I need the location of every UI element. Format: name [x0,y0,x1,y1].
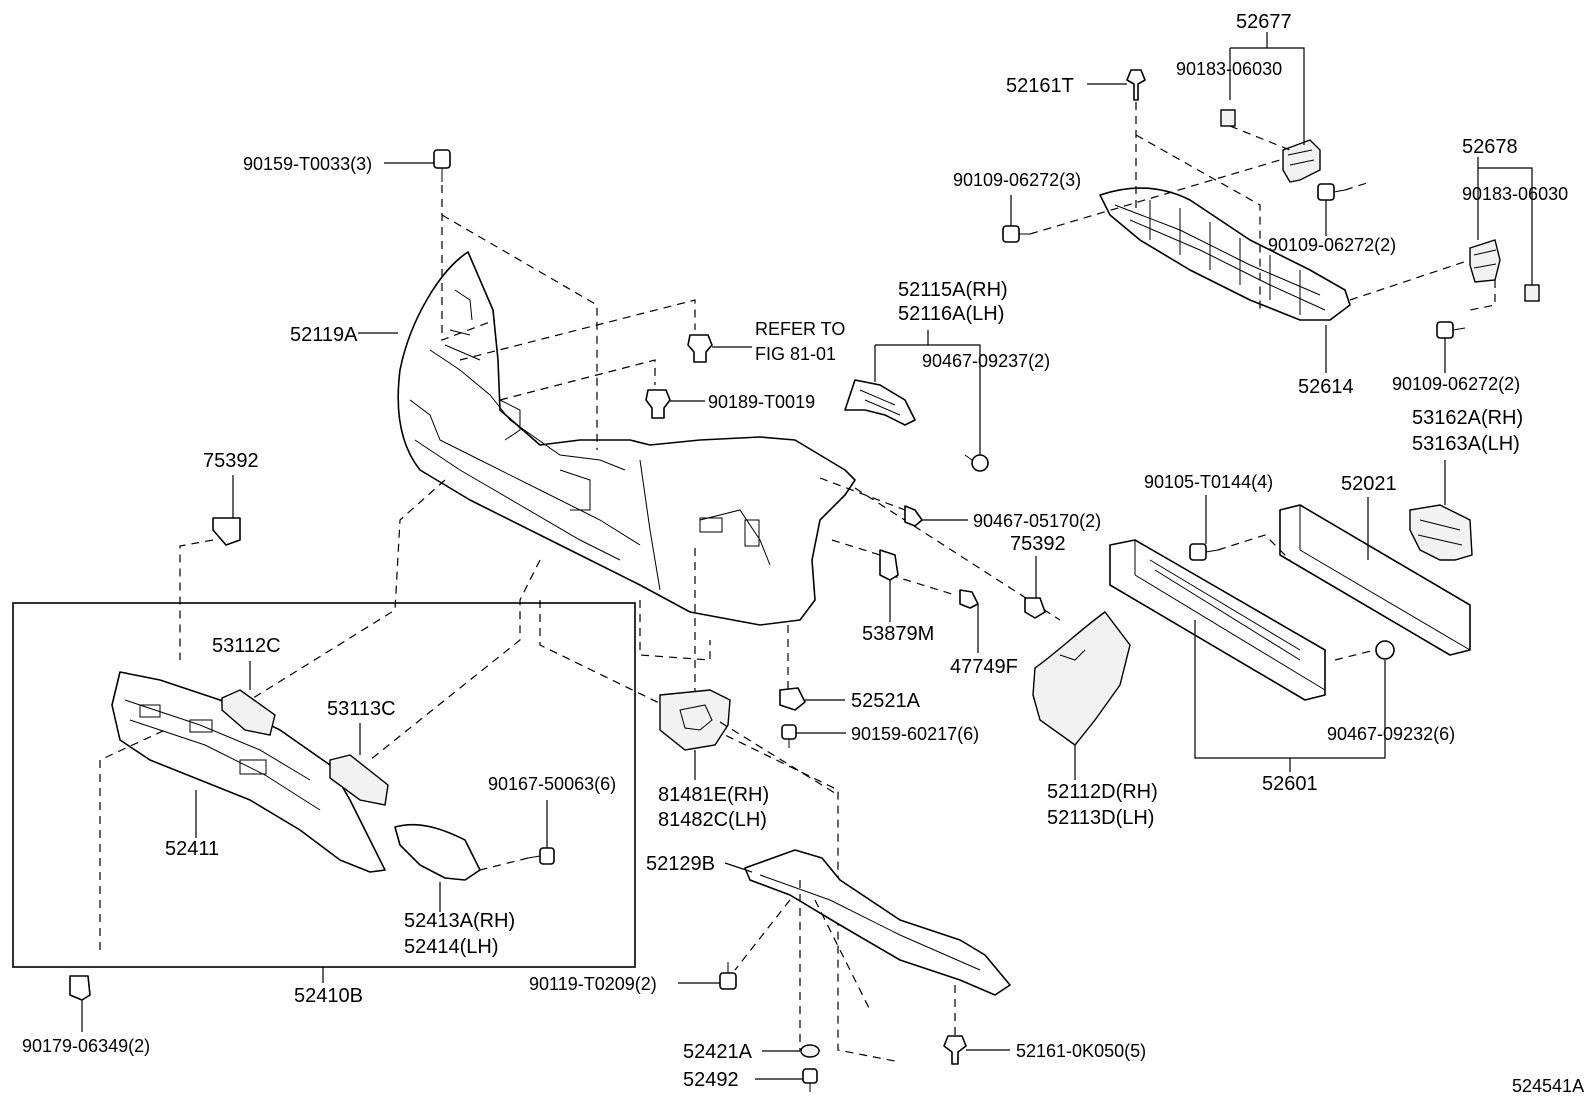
label-52421a: 52421A [683,1041,753,1063]
label-52410b: 52410B [294,985,363,1007]
label-52021: 52021 [1341,473,1397,495]
screw-90467-09237-part [964,454,989,472]
clip-52161-0k050-part [943,1035,967,1065]
label-52614: 52614 [1298,376,1354,398]
clip-refer-part [687,334,713,363]
bracket-81481e-part [659,689,731,751]
label-90105-t0144: 90105-T0144(4) [1144,472,1273,492]
bracket-53162a-part [1409,504,1473,561]
label-53113c: 53113C [327,698,396,720]
label-90167-50063: 90167-50063(6) [488,774,616,794]
bracket-52614-part [1099,187,1351,321]
label-52678: 52678 [1462,136,1518,158]
bracket-52678-part [1469,239,1501,283]
bolt-90109-06272-2b-part [1436,321,1466,339]
label-52112d: 52112D(RH) [1047,781,1158,803]
label-90109-06272-3: 90109-06272(3) [953,170,1081,190]
label-52115a: 52115A(RH) [898,279,1008,301]
label-52116a: 52116A(LH) [898,303,1004,325]
label-90109-06272-2b: 90109-06272(2) [1392,374,1520,394]
label-75392-b: 75392 [1010,533,1066,555]
label-52129b: 52129B [646,853,715,875]
label-90467-09237: 90467-09237(2) [922,351,1050,371]
clip-47749f-part [959,589,979,609]
washer-52421a-part [800,1044,820,1058]
clip-52521a-part [779,687,806,711]
leader-52677-right [1230,47,1305,145]
label-90467-09232: 90467-09232(6) [1327,724,1455,744]
label-90119-t0209: 90119-T0209(2) [529,974,657,994]
label-refer-fig: FIG 81-01 [755,344,836,364]
label-90183-06030-a: 90183-06030 [1176,59,1282,79]
label-52677: 52677 [1236,11,1292,33]
nut-90183-06030-b [1524,284,1540,302]
label-90159-60217: 90159-60217(6) [851,724,979,744]
bumper-cover-part [397,251,856,626]
bolt-90105-t0144-part [1189,543,1219,561]
garnish-53112c-part [221,689,276,736]
beam-52601-part [1109,539,1326,701]
undercover-52129b-part [744,849,1011,996]
clip-75392-b-part [1024,597,1046,619]
label-90179-06349: 90179-06349(2) [22,1036,150,1056]
label-90159-t0033: 90159-T0033(3) [243,154,372,174]
label-53162a: 53162A(RH) [1412,407,1523,429]
liner-52112d-part [1032,611,1131,746]
label-53112c: 53112C [212,635,281,657]
bolt-90159-t0033-part [433,149,451,182]
clip-75392-a-part [212,517,241,546]
bolt-52492-part [802,1068,818,1092]
bolt-90109-06272-2a-part [1317,183,1346,201]
bracket-52677-part [1282,139,1321,183]
label-52119a: 52119A [290,324,358,346]
screw-90167-50063-part [527,847,555,865]
reinforcement-52021-part [1279,504,1471,656]
label-52113d: 52113D(LH) [1047,807,1154,829]
label-90467-05170: 90467-05170(2) [973,511,1101,531]
nut-90183-06030-a [1220,109,1236,127]
label-52161t: 52161T [1006,75,1074,97]
label-52414: 52414(LH) [404,936,499,958]
label-52492: 52492 [683,1069,739,1091]
label-81482c: 81482C(LH) [658,809,767,831]
bolt-90159-60217-part [781,724,797,748]
label-90183-06030-b: 90183-06030 [1462,184,1568,204]
clip-90179-06349-part [69,975,91,1001]
cover-52413a-part [394,823,481,881]
bolt-90467-09232-part [1375,640,1395,660]
label-refer-to: REFER TO [755,319,845,339]
label-52601: 52601 [1262,773,1318,795]
label-47749f: 47749F [950,656,1018,678]
clip-90467-05170-part [904,505,923,527]
clip-90189-t0019-part [645,389,671,419]
label-52161-0k050: 52161-0K050(5) [1016,1041,1146,1061]
label-53879m: 53879M [862,623,934,645]
label-52521a: 52521A [851,690,921,712]
group-box-52410b [12,602,636,968]
label-90189-t0019: 90189-T0019 [708,392,815,412]
garnish-53113c-part [329,754,389,806]
bracket-52115a-part [844,379,916,426]
bolt-90109-06272-3-part [1002,225,1030,243]
label-52411: 52411 [165,838,219,860]
label-52413a: 52413A(RH) [404,910,515,932]
clip-52161t-part [1126,69,1146,101]
label-81481e: 81481E(RH) [658,784,769,806]
bracket-53879m-part [879,549,899,581]
label-53163a: 53163A(LH) [1412,433,1520,455]
diagram-id: 524541A [1512,1076,1584,1096]
label-90109-06272-2a: 90109-06272(2) [1268,235,1396,255]
bolt-90119-t0209-part [719,962,737,990]
label-75392-a: 75392 [203,450,259,472]
